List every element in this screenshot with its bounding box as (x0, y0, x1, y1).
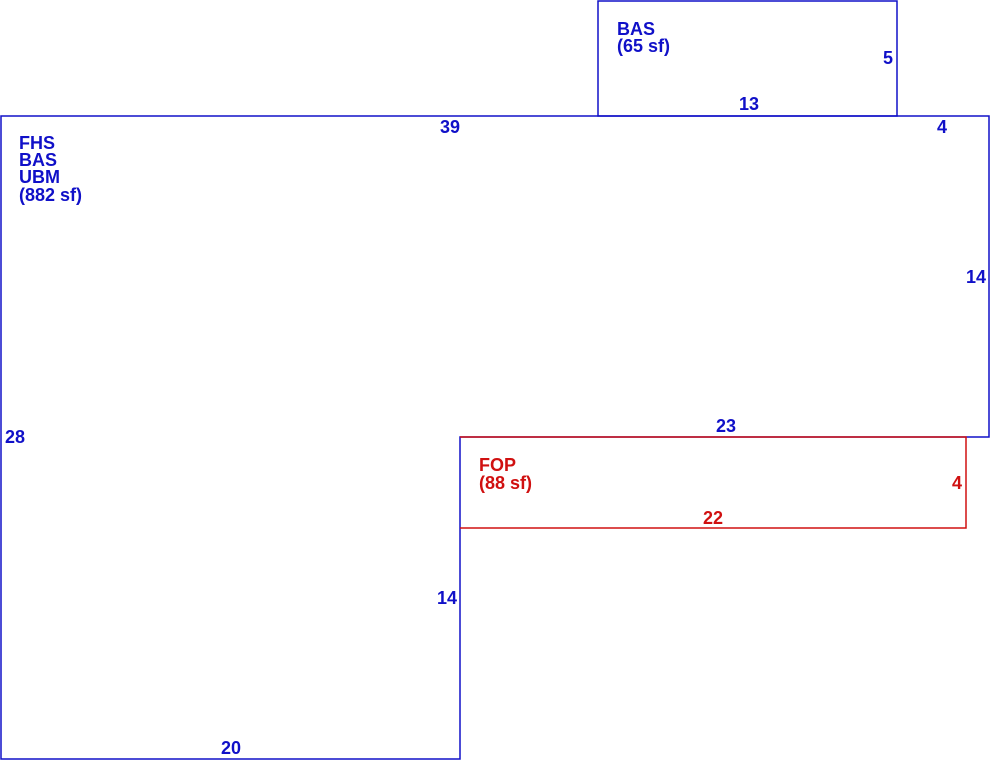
dim-addition-right: 5 (883, 48, 893, 68)
porch-area-label: FOP (88 sf) (479, 455, 532, 493)
main-area-value: (882 sf) (19, 185, 82, 205)
main-code-3: UBM (19, 167, 60, 187)
dim-main-top-right: 4 (937, 117, 947, 137)
main-code-2: BAS (19, 150, 57, 170)
dim-porch-right: 4 (952, 473, 962, 493)
addition-outline (597, 0, 898, 117)
dim-main-step-top: 23 (716, 416, 736, 436)
addition-area-label: BAS (65 sf) (617, 19, 670, 56)
dim-main-step-left: 14 (437, 588, 457, 608)
dim-addition-bottom: 13 (739, 94, 759, 114)
dim-main-top: 39 (440, 117, 460, 137)
porch-area-value: (88 sf) (479, 473, 532, 493)
dim-porch-bottom: 22 (703, 508, 723, 528)
main-code-1: FHS (19, 133, 55, 153)
porch-outline (460, 436, 967, 529)
dim-main-right: 14 (966, 267, 986, 287)
addition-area-value: (65 sf) (617, 36, 670, 56)
main-area-label: FHS BAS UBM (882 sf) (19, 133, 82, 205)
porch-code: FOP (479, 455, 516, 475)
dim-main-bottom: 20 (221, 738, 241, 758)
addition-code: BAS (617, 19, 655, 39)
dim-main-left: 28 (5, 427, 25, 447)
